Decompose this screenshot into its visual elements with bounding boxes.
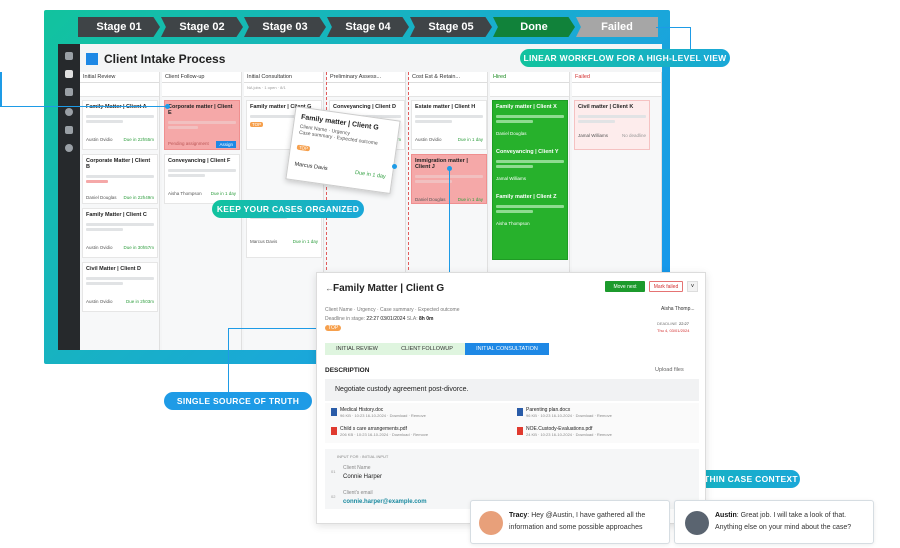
chat-message-austin: Austin: Great job. I will take a look of… bbox=[674, 500, 874, 544]
input-section: INPUT FOR : INITIAL INPUT 01 Client Name… bbox=[325, 449, 699, 509]
column-header: Client Follow-up bbox=[162, 72, 241, 83]
stage-05[interactable]: Stage 05 bbox=[410, 17, 492, 37]
stage-04[interactable]: Stage 04 bbox=[327, 17, 409, 37]
doc-icon bbox=[331, 408, 337, 416]
move-next-button[interactable]: Move next bbox=[605, 281, 645, 292]
stage-bar: Stage 01 Stage 02 Stage 03 Stage 04 Stag… bbox=[78, 17, 658, 37]
case-card[interactable]: Corporate matter | Client E Pending assi… bbox=[164, 100, 240, 150]
pdf-icon bbox=[517, 427, 523, 435]
label-single-source: SINGLE SOURCE OF TRUTH bbox=[164, 392, 312, 410]
case-card[interactable]: Corporate Matter | Client B Daniel Dougl… bbox=[82, 154, 158, 204]
upload-files-link[interactable]: Upload files bbox=[655, 367, 684, 373]
process-icon bbox=[86, 53, 98, 65]
assign-button[interactable]: Assign bbox=[216, 141, 236, 148]
stage-03[interactable]: Stage 03 bbox=[244, 17, 326, 37]
doc-icon bbox=[517, 408, 523, 416]
case-title: Family Matter | Client G bbox=[333, 283, 445, 294]
list-icon[interactable] bbox=[65, 88, 73, 96]
column-header: Failed bbox=[572, 72, 661, 83]
label-keep-organized: KEEP YOUR CASES ORGANIZED bbox=[212, 200, 364, 218]
priority-badge: TOP bbox=[325, 325, 342, 331]
case-detail-panel: ← Family Matter | Client G Move next Mar… bbox=[316, 272, 706, 524]
client-email-value[interactable]: connie.harper@example.com bbox=[343, 499, 427, 505]
pdf-icon bbox=[331, 427, 337, 435]
bell-icon[interactable] bbox=[65, 126, 73, 134]
label-linear-workflow: LINEAR WORKFLOW FOR A HIGH-LEVEL VIEW bbox=[520, 49, 730, 67]
column-header: Preliminary Assess... bbox=[327, 72, 405, 83]
stage-02[interactable]: Stage 02 bbox=[161, 17, 243, 37]
more-options-button[interactable]: ˅ bbox=[687, 281, 698, 292]
stage-failed[interactable]: Failed bbox=[576, 17, 658, 37]
description-heading: DESCRIPTION bbox=[325, 367, 370, 374]
avatar bbox=[479, 511, 503, 535]
plus-icon[interactable] bbox=[65, 144, 73, 152]
back-arrow-icon[interactable]: ← bbox=[325, 283, 334, 293]
description-text: Negotiate custody agreement post-divorce… bbox=[325, 379, 699, 401]
column-initial-review: Initial Review Family Matter | Client A … bbox=[80, 72, 160, 350]
stage-01[interactable]: Stage 01 bbox=[78, 17, 160, 37]
home-icon[interactable] bbox=[65, 52, 73, 60]
assignee[interactable]: Aisha Thomp... bbox=[661, 306, 695, 312]
avatar bbox=[685, 511, 709, 535]
column-header: Initial Consultation bbox=[244, 72, 323, 83]
column-header: Cost Est & Retain... bbox=[409, 72, 487, 83]
case-card[interactable]: Family matter | Client X Daniel Douglas … bbox=[492, 100, 568, 260]
client-name-value[interactable]: Connie Harper bbox=[343, 474, 383, 480]
tab-client-followup[interactable]: CLIENT FOLLOWUP bbox=[389, 343, 465, 355]
mark-failed-button[interactable]: Mark failed bbox=[649, 281, 683, 292]
column-header: Hired bbox=[490, 72, 569, 83]
stage-tabs: INITIAL REVIEW CLIENT FOLLOWUP INITIAL C… bbox=[325, 343, 549, 355]
column-header: Initial Review bbox=[80, 72, 159, 83]
tab-initial-review[interactable]: INITIAL REVIEW bbox=[325, 343, 389, 355]
tab-initial-consultation[interactable]: INITIAL CONSULTATION bbox=[465, 343, 549, 355]
dragged-case-card[interactable]: Family matter | Client G Client Name · U… bbox=[285, 105, 401, 195]
page-title: Client Intake Process bbox=[86, 52, 225, 66]
chat-icon[interactable] bbox=[65, 108, 73, 116]
chat-message-tracy: Tracy: Hey @Austin, I have gathered all … bbox=[470, 500, 670, 544]
stage-done[interactable]: Done bbox=[493, 17, 575, 37]
sidebar bbox=[58, 44, 80, 350]
grid-icon[interactable] bbox=[65, 70, 73, 78]
